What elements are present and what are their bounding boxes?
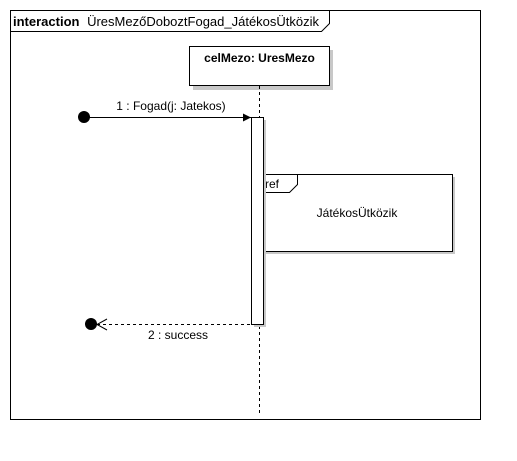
frame-title: interaction ÜresMezőDoboztFogad_JátékosÜ… [13, 14, 320, 29]
lifeline-head[interactable] [189, 46, 330, 86]
frame-name-tab [10, 10, 330, 32]
message-2-arrowhead [95, 318, 108, 331]
ref-box[interactable] [261, 174, 453, 252]
frame-keyword: interaction [13, 14, 80, 29]
lost-message-dot [85, 318, 97, 330]
message-2-label: 2 : success [148, 328, 208, 342]
frame-name: ÜresMezőDoboztFogad_JátékosÜtközik [87, 14, 319, 29]
ref-tag-pentagon [261, 174, 298, 193]
lifeline-label: celMezo: UresMezo [204, 51, 315, 65]
interaction-frame [10, 10, 481, 420]
message-1-label: 1 : Fogad(j: Jatekos) [116, 99, 225, 113]
activation-bar[interactable] [251, 117, 264, 325]
ref-tag: ref [265, 177, 280, 191]
ref-name: JátékosÜtközik [317, 206, 399, 220]
